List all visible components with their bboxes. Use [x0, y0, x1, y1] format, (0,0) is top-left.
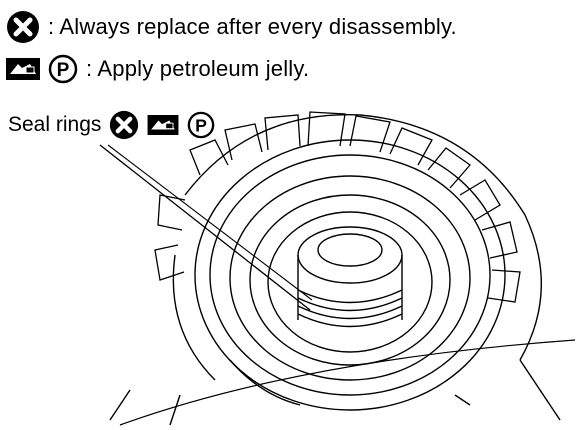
svg-text:P: P: [195, 116, 207, 136]
legend-replace-row: : Always replace after every disassembly…: [6, 10, 463, 44]
legend-jelly-text: : Apply petroleum jelly.: [86, 56, 310, 81]
legend-jelly-row: P : Apply petroleum jelly.: [6, 54, 315, 84]
seal-rings-callout: Seal rings P: [8, 110, 223, 140]
petroleum-jelly-tool-icon: [6, 58, 40, 80]
svg-text:P: P: [57, 60, 70, 81]
p-in-circle-icon: P: [187, 111, 215, 139]
petroleum-jelly-tool-icon: [147, 115, 179, 135]
legend-replace-text: : Always replace after every disassembly…: [48, 14, 457, 39]
x-in-circle-icon: [6, 10, 40, 44]
p-in-circle-icon: P: [48, 54, 78, 84]
seal-rings-label: Seal rings: [8, 113, 102, 136]
x-in-circle-icon: [109, 110, 139, 140]
